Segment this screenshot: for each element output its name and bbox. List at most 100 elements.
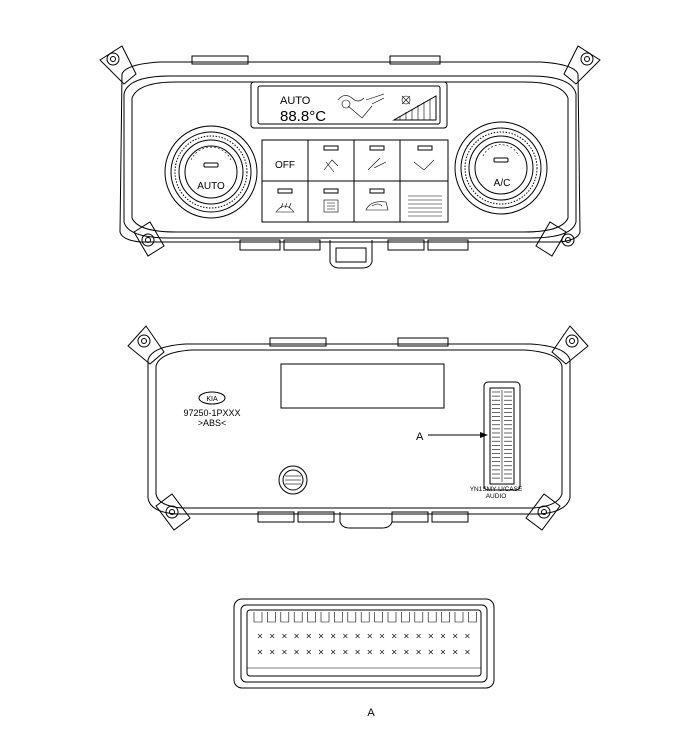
connector-pin (282, 649, 287, 655)
connector-pin (257, 649, 263, 655)
connector-pin (428, 649, 434, 655)
connector-key-slot (414, 612, 424, 623)
connector-pin (404, 633, 409, 639)
connector-pin (428, 633, 434, 639)
connector-pin (294, 649, 299, 655)
front-defrost-icon (275, 205, 295, 213)
front-bottom-tabs (239, 239, 469, 269)
rear-defrost-button[interactable] (323, 188, 339, 213)
connector-callout: A (416, 431, 488, 443)
connector-key-slot (374, 612, 383, 623)
connector-pin (306, 633, 312, 639)
connector-detail-view: A (233, 598, 495, 719)
connector-keying-slots (253, 612, 477, 623)
display-airflow-icon (337, 93, 385, 119)
mode-floor-icon (413, 159, 435, 171)
rear-defrost-icon (323, 199, 339, 213)
display-temperature-text: 88.8°C (280, 108, 326, 125)
connector-pin (355, 633, 360, 639)
front-control-panel: AUTO 88.8°C (99, 45, 601, 269)
connector-pin (404, 649, 409, 655)
connector-pin (452, 649, 458, 655)
display-auto-text: AUTO (280, 95, 311, 107)
connector-pin (391, 649, 397, 655)
display-fan-icon (401, 95, 411, 105)
connector-pin (452, 633, 458, 639)
connector-pin (440, 649, 446, 655)
left-knob-label: AUTO (197, 181, 225, 192)
connector-pin (257, 633, 263, 639)
display-fan-level-bar (392, 95, 437, 121)
connector-pin (269, 633, 275, 639)
rear-bottom-tabs (257, 511, 469, 529)
left-temperature-knob[interactable]: AUTO (164, 125, 258, 219)
mode-bilevel-button[interactable] (367, 145, 387, 171)
rear-label-area (280, 363, 445, 409)
connector-pin (306, 649, 312, 655)
connector-pin (343, 649, 348, 655)
front-defrost-button[interactable] (275, 188, 295, 213)
connector-key-slot (441, 612, 450, 623)
rear-mounting-ears (127, 325, 589, 531)
connector-key-slot (320, 612, 330, 623)
connector-key-slot (307, 612, 316, 623)
connector-pin (379, 649, 385, 655)
connector-key-slot (454, 612, 464, 623)
connector-pin (318, 633, 324, 639)
rear-control-panel: KIA 97250-1PXXX >ABS< A YN1SMY U/CASE AU… (127, 325, 589, 531)
connector-key-slot (347, 612, 357, 623)
connector-key-slot (387, 612, 397, 623)
connector-key-slot (280, 612, 290, 623)
front-mounting-ears (99, 45, 601, 257)
right-fan-knob[interactable]: A/C (454, 121, 548, 215)
connector-key-slot (267, 612, 276, 623)
connector-pin (465, 633, 470, 639)
connector-pin (440, 633, 446, 639)
mode-face-button[interactable] (323, 145, 339, 173)
connector-pin (330, 649, 336, 655)
connector-pin (465, 649, 470, 655)
front-button-grid (261, 139, 449, 223)
connector-pin-array (257, 633, 470, 655)
front-vent-grille (408, 195, 442, 217)
material-text: >ABS< (198, 418, 227, 428)
case-label-line1: YN1SMY U/CASE (470, 486, 523, 493)
connector-pin (367, 633, 373, 639)
rear-round-vent (278, 465, 308, 495)
connector-pin (379, 633, 385, 639)
connector-key-slot (253, 612, 263, 623)
off-button[interactable]: OFF (275, 160, 295, 171)
connector-pin (343, 633, 348, 639)
rear-connector-a (483, 381, 521, 491)
connector-pin (416, 633, 421, 639)
part-number-text: 97250-1PXXX (183, 408, 240, 418)
connector-pin (318, 649, 324, 655)
connector-key-slot (293, 612, 303, 623)
connector-key-slot (468, 612, 477, 623)
recirculation-button[interactable] (365, 188, 389, 211)
connector-key-slot (360, 612, 370, 623)
connector-pin (367, 649, 373, 655)
off-button-label: OFF (275, 160, 295, 171)
connector-pin (282, 633, 287, 639)
connector-callout-label: A (416, 431, 424, 443)
kia-logo: KIA (198, 391, 226, 405)
front-display: AUTO 88.8°C (250, 81, 448, 129)
connector-pin (391, 633, 397, 639)
right-knob-label: A/C (494, 178, 511, 189)
mode-bilevel-icon (367, 157, 387, 171)
recirculation-icon (365, 201, 389, 211)
connector-pin (355, 649, 360, 655)
case-label-line2: AUDIO (486, 493, 507, 500)
connector-pin (330, 633, 336, 639)
connector-key-slot (401, 612, 410, 623)
connector-key-slot (334, 612, 343, 623)
kia-logo-text: KIA (206, 396, 218, 403)
connector-key-slot (427, 612, 437, 623)
connector-pin (416, 649, 421, 655)
connector-pin (269, 649, 275, 655)
mode-floor-button[interactable] (413, 145, 435, 171)
connector-pin (294, 633, 299, 639)
connector-detail-caption: A (367, 707, 375, 719)
